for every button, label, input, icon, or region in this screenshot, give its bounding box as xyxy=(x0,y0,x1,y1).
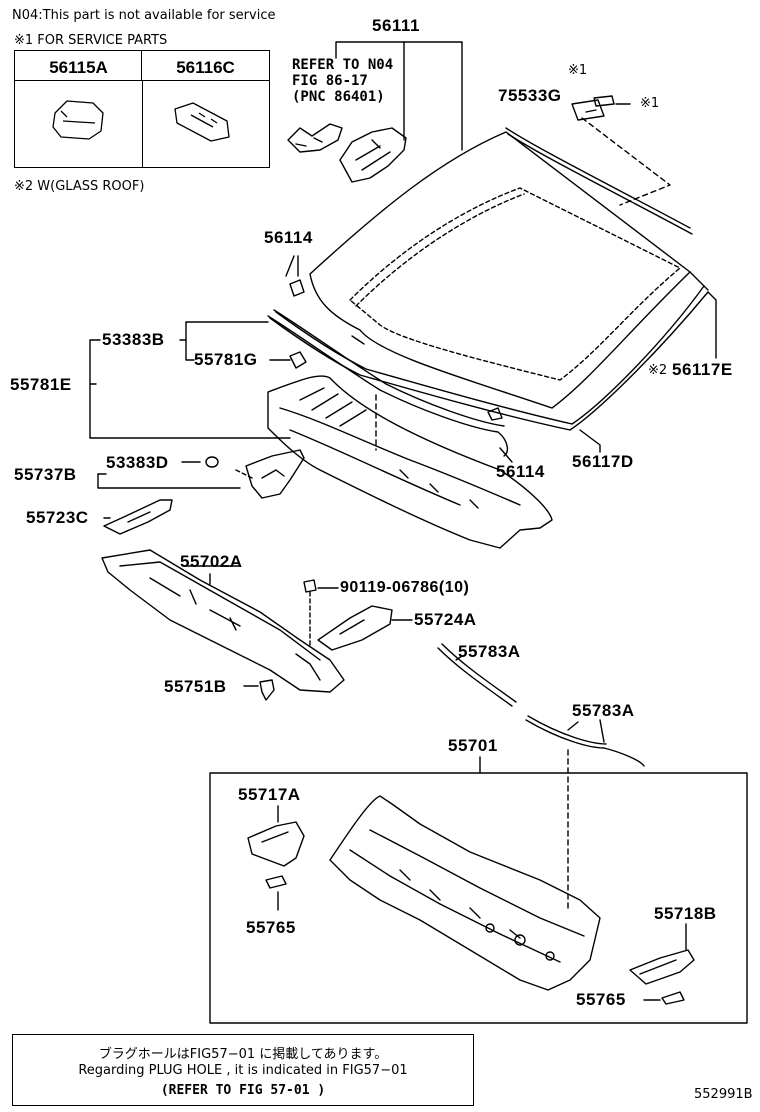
pin-55751B xyxy=(243,679,275,701)
leader-56111 xyxy=(335,41,463,151)
molding-75533G xyxy=(505,95,693,235)
label-55765-right: 55765 xyxy=(576,990,626,1009)
mark-service-2: ※1 xyxy=(640,96,660,111)
refer-line-3: (PNC 86401) xyxy=(292,89,385,106)
bracket-55737B xyxy=(205,449,305,499)
note-service-parts: ※1 FOR SERVICE PARTS xyxy=(14,33,168,48)
note-not-available: N04:This part is not available for servi… xyxy=(12,8,276,23)
label-90119-06786: 90119-06786(10) xyxy=(340,579,470,596)
table-divider xyxy=(142,81,143,167)
panel-55701 xyxy=(329,795,601,991)
label-56117D: 56117D xyxy=(572,452,634,471)
table-cell-header: 56115A xyxy=(15,51,142,81)
label-55783A-upper: 55783A xyxy=(458,642,521,661)
refer-note: REFER TO N04 FIG 86-17 (PNC 86401) xyxy=(292,57,393,105)
label-55765-left: 55765 xyxy=(246,918,296,937)
bracket-55723C xyxy=(103,499,173,535)
member-55702A xyxy=(101,549,345,693)
footer-note-jp: ブラグホールはFIG57−01 に掲載してあります。 xyxy=(98,1047,388,1062)
footer-note-ref: (REFER TO FIG 57-01 ) xyxy=(160,1083,326,1098)
label-53383D: 53383D xyxy=(106,453,169,472)
bracket-parts-56111 xyxy=(287,123,407,183)
label-56114-top: 56114 xyxy=(264,228,313,247)
cowl-panel xyxy=(267,375,553,549)
note-glass-roof: ※2 W(GLASS ROOF) xyxy=(14,179,145,194)
box-55701 xyxy=(209,772,748,1024)
label-55724A: 55724A xyxy=(414,610,477,629)
mark-service-1: ※1 xyxy=(568,63,588,78)
label-55751B: 55751B xyxy=(164,677,227,696)
clip-55781G xyxy=(289,351,307,369)
label-56111: 56111 xyxy=(372,16,420,35)
label-55781E: 55781E xyxy=(10,375,72,394)
label-55717A: 55717A xyxy=(238,785,301,804)
seals-55783A xyxy=(437,643,645,767)
mark-glass-roof: ※2 xyxy=(648,363,668,378)
clip-56114 xyxy=(285,255,503,421)
bracket-55724A xyxy=(317,605,413,651)
bracket-55718B xyxy=(629,923,695,1005)
footer-note-box: ブラグホールはFIG57−01 に掲載してあります。 Regarding PLU… xyxy=(12,1034,474,1106)
service-parts-table: 56115A 56116C xyxy=(14,50,270,168)
footer-note-en: Regarding PLUG HOLE , it is indicated in… xyxy=(78,1063,408,1078)
service-parts-drawing xyxy=(52,100,230,142)
label-55702A: 55702A xyxy=(180,552,243,571)
label-55781G: 55781G xyxy=(194,350,258,369)
label-75533G: 75533G xyxy=(498,86,562,105)
label-53383B: 53383B xyxy=(102,330,165,349)
figure-id: 552991B xyxy=(694,1087,753,1102)
label-55701: 55701 xyxy=(448,736,498,755)
label-55783A-lower: 55783A xyxy=(572,701,635,720)
part-56115A: 56115A xyxy=(49,58,108,77)
label-56114-bottom: 56114 xyxy=(496,462,545,481)
label-55723C: 55723C xyxy=(26,508,89,527)
label-56117E: 56117E xyxy=(672,360,733,379)
windshield-glass xyxy=(309,117,691,409)
leaders-misc xyxy=(209,103,717,585)
part-56116C: 56116C xyxy=(176,58,235,77)
label-55718B: 55718B xyxy=(654,904,717,923)
label-55737B: 55737B xyxy=(14,465,77,484)
bolt-90119 xyxy=(303,579,339,649)
refer-line-2: FIG 86-17 xyxy=(292,73,368,90)
leaders-left xyxy=(89,321,291,519)
refer-line-1: REFER TO N04 xyxy=(292,57,394,73)
table-cell-header: 56116C xyxy=(142,51,269,81)
seal-53383B xyxy=(267,309,509,457)
bracket-55717A xyxy=(247,805,305,911)
